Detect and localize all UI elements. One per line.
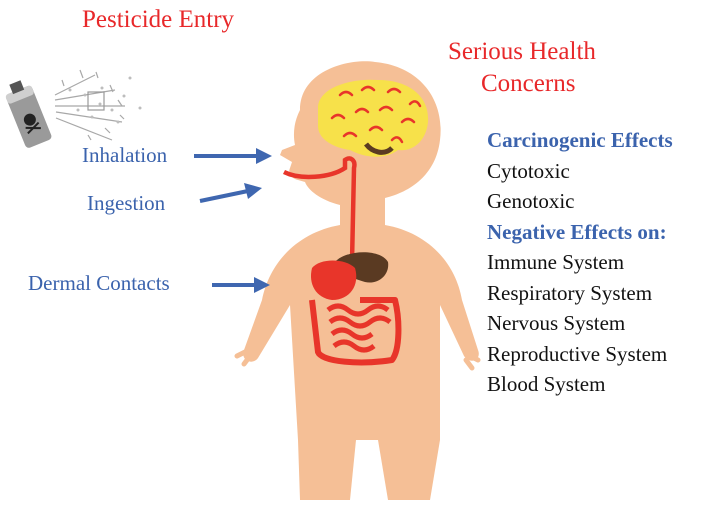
effects-heading-carcinogenic: Carcinogenic Effects [487,128,673,153]
effect-item: Respiratory System [487,281,652,306]
effect-item: Blood System [487,372,605,397]
effects-heading-negative: Negative Effects on: [487,220,667,245]
effect-item: Nervous System [487,311,625,336]
effect-item: Immune System [487,250,624,275]
spray-can-icon [2,70,142,149]
health-concerns-title-line2: Concerns [481,70,575,98]
route-ingestion-label: Ingestion [87,191,165,216]
effect-item: Cytotoxic [487,159,570,184]
brain-icon [318,80,428,157]
route-dermal-label: Dermal Contacts [28,271,170,296]
arrow-inhalation [194,148,272,164]
effect-item: Reproductive System [487,342,667,367]
health-concerns-title-line1: Serious Health [448,38,596,66]
effect-item: Genotoxic [487,189,574,214]
arrow-ingestion [200,183,262,201]
arrow-dermal [212,277,270,293]
pesticide-entry-title: Pesticide Entry [82,6,234,34]
route-arrows [194,148,272,293]
route-inhalation-label: Inhalation [82,143,167,168]
